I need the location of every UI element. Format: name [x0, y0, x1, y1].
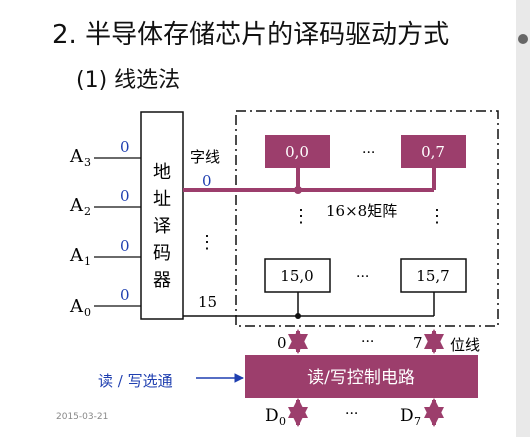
decoder-char: 地: [153, 162, 171, 183]
bit-line-7-label: 7: [413, 334, 423, 352]
cell-15-0: [264, 258, 331, 293]
data-output-hdots: ···: [345, 406, 358, 422]
address-value: 0: [120, 138, 130, 156]
address-label: A: [69, 146, 84, 167]
bit-line-hdots: ···: [361, 334, 374, 350]
word-line-label: 字线: [190, 148, 220, 166]
word-line-0-label: 0: [202, 172, 212, 190]
data-output-subscript: 0: [279, 415, 286, 428]
decoder-char: 器: [153, 270, 171, 291]
address-input-a2: A 2 0: [69, 187, 141, 218]
cell-hdots: ···: [356, 269, 369, 285]
slide-subtitle: (1) 线选法: [76, 68, 181, 93]
address-subscript: 0: [84, 306, 91, 319]
rw-control-circuit: [245, 355, 478, 398]
cell-15-7: [400, 258, 467, 293]
cell-label: 0,0: [285, 143, 309, 161]
address-label: A: [69, 296, 84, 317]
word-line-vdots: ⋮: [198, 232, 216, 253]
cell-label: 0,7: [421, 143, 445, 161]
word-line-15-label: 15: [198, 293, 217, 311]
rw-select-label: 读 / 写选通: [98, 372, 173, 390]
cell-label: 15,7: [416, 267, 449, 285]
cell-label: 15,0: [280, 267, 313, 285]
matrix-vdots-left: ⋮: [292, 206, 310, 227]
junction-dot: [294, 186, 302, 194]
address-input-a3: A 3 0: [69, 138, 141, 169]
side-strip: [516, 0, 530, 437]
slide-title: 2. 半导体存储芯片的译码驱动方式: [52, 20, 450, 50]
bit-line-0-label: 0: [277, 334, 287, 352]
data-output-label: D: [400, 406, 414, 426]
data-output-subscript: 7: [414, 415, 421, 428]
side-dot-icon: [518, 34, 528, 44]
control-label: 读/写控制电路: [307, 368, 415, 388]
address-subscript: 3: [84, 156, 91, 169]
address-value: 0: [120, 286, 130, 304]
address-label: A: [69, 195, 84, 216]
decoder-char: 译: [153, 216, 171, 237]
matrix-vdots-right: ⋮: [428, 206, 446, 227]
address-subscript: 1: [84, 255, 91, 268]
address-value: 0: [120, 237, 130, 255]
cell-0-0: [265, 135, 330, 168]
address-value: 0: [120, 187, 130, 205]
bit-line-label: 位线: [450, 336, 480, 354]
address-subscript: 2: [84, 205, 91, 218]
slide-date: 2015-03-21: [56, 412, 109, 422]
decoder-char: 址: [153, 189, 171, 210]
cell-hdots: ···: [362, 145, 375, 161]
address-input-a0: A 0 0: [69, 286, 141, 319]
decoder-char: 码: [153, 243, 171, 264]
matrix-boundary: [235, 110, 499, 327]
data-output-label: D: [265, 406, 279, 426]
address-decoder-box: [140, 111, 184, 320]
junction-dot: [295, 313, 301, 319]
matrix-label: 16×8矩阵: [326, 202, 397, 220]
address-label: A: [69, 245, 84, 266]
cell-0-7: [401, 135, 466, 168]
address-input-a1: A 1 0: [69, 237, 141, 268]
